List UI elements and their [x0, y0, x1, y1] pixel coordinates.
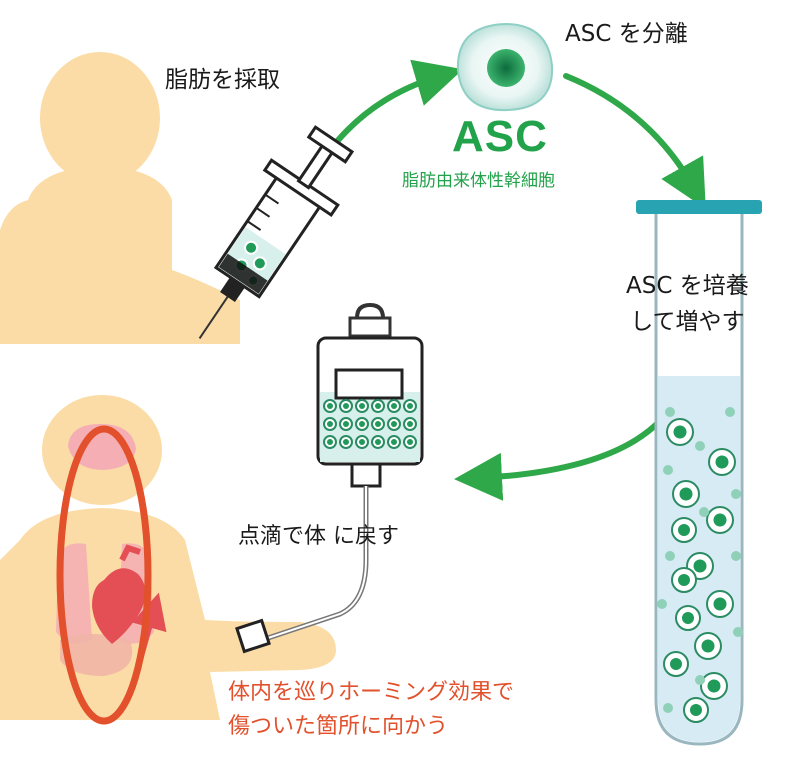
- iv-cell: [355, 435, 369, 449]
- iv-cell: [387, 435, 401, 449]
- cell-dot: [665, 551, 675, 561]
- cell-dot: [699, 507, 709, 517]
- iv-cell: [371, 399, 385, 413]
- cultured-cell: [671, 517, 697, 543]
- cultured-cell: [708, 448, 736, 476]
- iv-cell: [323, 417, 337, 431]
- iv-cell: [355, 399, 369, 413]
- cell-dot: [663, 465, 673, 475]
- asc-title: ASC: [452, 112, 548, 161]
- cultured-cell: [700, 672, 728, 700]
- cell-dot: [663, 703, 673, 713]
- cell-dot: [695, 441, 705, 451]
- cell-dot: [657, 599, 667, 609]
- person-silhouette-icon: [0, 52, 240, 344]
- body-organs-icon: [0, 395, 336, 725]
- cultured-cell: [666, 418, 694, 446]
- iv-cell: [323, 399, 337, 413]
- homing-label-line2: 傷ついた箇所に向かう: [228, 714, 449, 739]
- iv-cell: [371, 417, 385, 431]
- cell-dot: [695, 675, 705, 685]
- cell-dot: [725, 407, 735, 417]
- iv-cell: [371, 435, 385, 449]
- iv-cell: [323, 435, 337, 449]
- iv-drip-bag-icon: [235, 302, 424, 654]
- cultured-cell: [672, 480, 700, 508]
- syringe-icon: [198, 125, 355, 340]
- culture-label: ASC を培養 して増やす: [626, 268, 749, 340]
- homing-label-line1: 体内を巡りホーミング効果で: [228, 680, 515, 705]
- cultured-cell: [675, 605, 701, 631]
- drip-return-label: 点滴で体 に戻す: [238, 524, 399, 549]
- harvest-fat-label: 脂肪を採取: [165, 67, 280, 93]
- asc-full-name: 脂肪由来体性幹細胞: [402, 171, 555, 191]
- iv-cell: [339, 435, 353, 449]
- iv-cell: [339, 399, 353, 413]
- cell-dot: [731, 551, 741, 561]
- culture-label-line1: ASC を培養: [626, 273, 749, 299]
- homing-label: 体内を巡りホーミング効果で 傷ついた箇所に向かう: [228, 676, 514, 744]
- iv-cell: [339, 417, 353, 431]
- iv-cell: [387, 417, 401, 431]
- cell-dot: [733, 627, 743, 637]
- cultured-cell: [671, 567, 697, 593]
- stem-cell-icon: [456, 22, 554, 112]
- cultured-cell: [694, 632, 722, 660]
- separate-asc-label: ASC を分離: [565, 21, 688, 47]
- cultured-cell: [663, 651, 689, 677]
- cultured-cell: [706, 590, 734, 618]
- cell-dot: [731, 489, 741, 499]
- iv-cell: [387, 399, 401, 413]
- iv-cell: [355, 417, 369, 431]
- iv-cell: [403, 435, 417, 449]
- iv-cell: [403, 399, 417, 413]
- cell-dot: [665, 407, 675, 417]
- cultured-cell: [683, 697, 709, 723]
- cultured-cell: [706, 506, 734, 534]
- test-tube-icon: [636, 200, 762, 746]
- culture-label-line2: して増やす: [630, 309, 745, 335]
- iv-cell: [403, 417, 417, 431]
